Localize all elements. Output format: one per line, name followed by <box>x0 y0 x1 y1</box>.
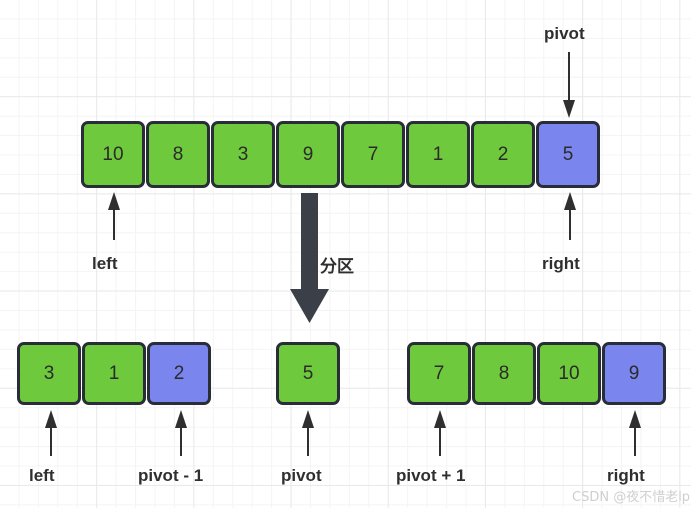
label-left-top: left <box>92 254 118 273</box>
right-partition-cell: 7 <box>407 342 471 405</box>
array-cell: 7 <box>341 121 405 188</box>
array-cell: 10 <box>81 121 145 188</box>
label-pivot-plus-one: pivot + 1 <box>396 466 466 485</box>
label-right-bottom: right <box>607 466 645 485</box>
label-pivot-minus-one: pivot - 1 <box>138 466 204 485</box>
partition-arrow-icon <box>290 193 329 323</box>
label-left-bottom: left <box>29 466 55 485</box>
label-right-top: right <box>542 254 580 273</box>
left-partition-cell: 2 <box>147 342 211 405</box>
left-bottom-arrow-icon <box>45 410 57 456</box>
array-cell-pivot: 5 <box>536 121 600 188</box>
right-partition-cell: 8 <box>472 342 536 405</box>
left-top-arrow-icon <box>108 192 120 240</box>
array-cell: 1 <box>406 121 470 188</box>
right-bottom-arrow-icon <box>629 410 641 456</box>
array-cell: 9 <box>276 121 340 188</box>
left-partition-cell: 3 <box>17 342 81 405</box>
pivot-top-arrow-icon <box>563 52 575 118</box>
csdn-watermark: CSDN @夜不惜老lp <box>572 490 691 505</box>
label-partition: 分区 <box>320 257 354 277</box>
left-partition-cell: 1 <box>82 342 146 405</box>
array-cell: 3 <box>211 121 275 188</box>
label-pivot-bottom: pivot <box>281 466 322 485</box>
right-partition-cell: 10 <box>537 342 601 405</box>
label-pivot-top: pivot <box>544 24 585 43</box>
pivot-bottom-arrow-icon <box>302 410 314 456</box>
right-top-arrow-icon <box>564 192 576 240</box>
right-partition-cell: 9 <box>602 342 666 405</box>
pivot-partition-cell: 5 <box>276 342 340 405</box>
array-cell: 8 <box>146 121 210 188</box>
array-cell: 2 <box>471 121 535 188</box>
pivot-minus-one-arrow-icon <box>175 410 187 456</box>
pivot-plus-one-arrow-icon <box>434 410 446 456</box>
